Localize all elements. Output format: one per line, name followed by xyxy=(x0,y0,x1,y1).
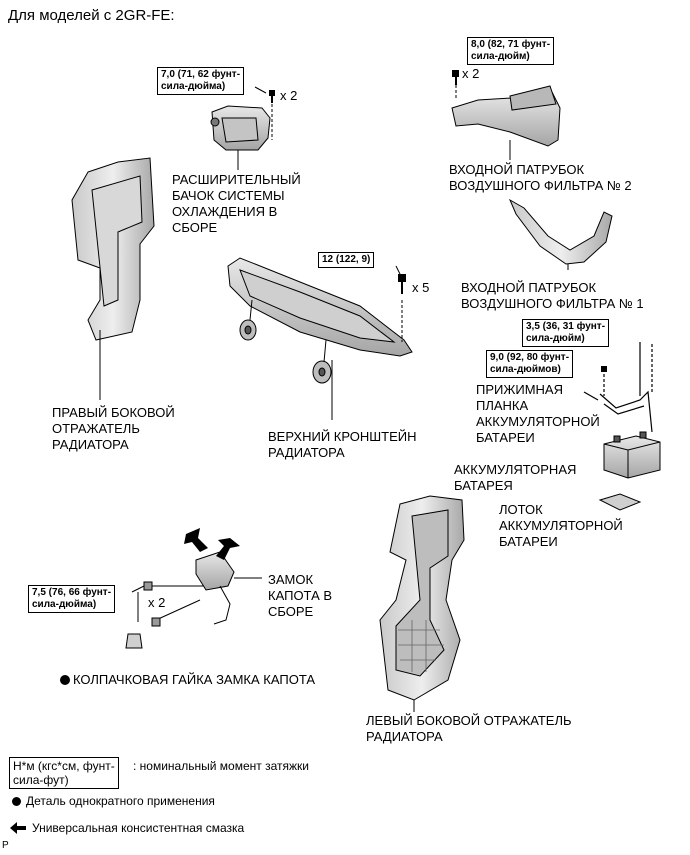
air-inlet-no1 xyxy=(508,198,613,270)
hood-lock-nut-icon xyxy=(125,633,143,649)
legend-grease-arrow-icon xyxy=(10,822,26,834)
support-bolt-icon xyxy=(398,274,406,294)
legend-non-reusable-text: Деталь однократного применения xyxy=(26,794,215,808)
left-side-seal xyxy=(379,495,465,712)
label-right-seal: ПРАВЫЙ БОКОВОЙ ОТРАЖАТЕЛЬ РАДИАТОРА xyxy=(52,405,175,452)
label-battery-tray: ЛОТОК АККУМУЛЯТОРНОЙ БАТАРЕИ xyxy=(499,502,623,549)
grease-arrow-icon xyxy=(184,528,240,560)
label-left-seal: ЛЕВЫЙ БОКОВОЙ ОТРАЖАТЕЛЬ РАДИАТОРА xyxy=(366,713,572,744)
label-battery-clamp: ПРИЖИМНАЯ ПЛАНКА АККУМУЛЯТОРНОЙ БАТАРЕИ xyxy=(476,382,600,445)
legend-torque-box: Н*м (кгс*см, фунт- сила-фут) xyxy=(9,757,119,789)
label-reservoir: РАСШИРИТЕЛЬНЫЙ БАЧОК СИСТЕМЫ ОХЛАЖДЕНИЯ … xyxy=(172,172,301,235)
hood-lock-assembly xyxy=(150,551,262,625)
torque-clamp-top: 3,5 (36, 31 фунт- сила-дюйм) xyxy=(522,319,610,347)
label-hood-lock-nut: КОЛПАЧКОВАЯ ГАЙКА ЗАМКА КАПОТА xyxy=(73,672,316,687)
battery-clamp xyxy=(583,342,653,433)
figure-code: P xyxy=(2,840,9,851)
torque-hood-lock: 7,5 (76, 66 фунт- сила-дюйма) xyxy=(28,585,116,613)
battery-tray xyxy=(598,493,642,511)
page-title: Для моделей с 2GR-FE: xyxy=(8,7,175,24)
non-reusable-marker-icon xyxy=(60,675,70,685)
legend-non-reusable-icon xyxy=(12,797,21,806)
legend-torque-description: : номинальный момент затяжки xyxy=(133,759,309,773)
right-side-seal xyxy=(71,157,155,400)
torque-clamp-nut: 9,0 (92, 80 фунт- сила-дюймов) xyxy=(486,350,574,378)
label-battery: АККУМУЛЯТОРНАЯ БАТАРЕЯ xyxy=(454,462,577,493)
reservoir-bolt-icon xyxy=(269,90,275,103)
qty-reservoir-bolts: x 2 xyxy=(280,88,298,103)
label-air-inlet-2: ВХОДНОЙ ПАТРУБОК ВОЗДУШНОГО ФИЛЬТРА № 2 xyxy=(449,162,632,193)
clamp-nut-icon xyxy=(601,366,607,372)
torque-air-inlet-2: 8,0 (82, 71 фунт- сила-дюйм) xyxy=(467,37,555,65)
air-inlet-no2 xyxy=(451,80,561,160)
torque-reservoir: 7,0 (71, 62 фунт- сила-дюйма) xyxy=(157,67,245,95)
battery xyxy=(603,431,661,479)
inlet-bolt-icon xyxy=(452,70,459,85)
qty-inlet-bolts: x 2 xyxy=(462,66,480,81)
qty-hood-lock-bolts: x 2 xyxy=(148,595,166,610)
qty-support-bolts: x 5 xyxy=(412,280,430,295)
label-upper-support: ВЕРХНИЙ КРОНШТЕЙН РАДИАТОРА xyxy=(268,429,417,460)
coolant-reservoir xyxy=(210,104,273,170)
torque-upper-support: 12 (122, 9) xyxy=(318,252,375,268)
legend-grease-text: Универсальная консистентная смазка xyxy=(32,821,245,835)
label-air-inlet-1: ВХОДНОЙ ПАТРУБОК ВОЗДУШНОГО ФИЛЬТРА № 1 xyxy=(461,280,644,311)
radiator-upper-support xyxy=(227,257,413,420)
label-hood-lock: ЗАМОК КАПОТА В СБОРЕ xyxy=(268,572,333,619)
